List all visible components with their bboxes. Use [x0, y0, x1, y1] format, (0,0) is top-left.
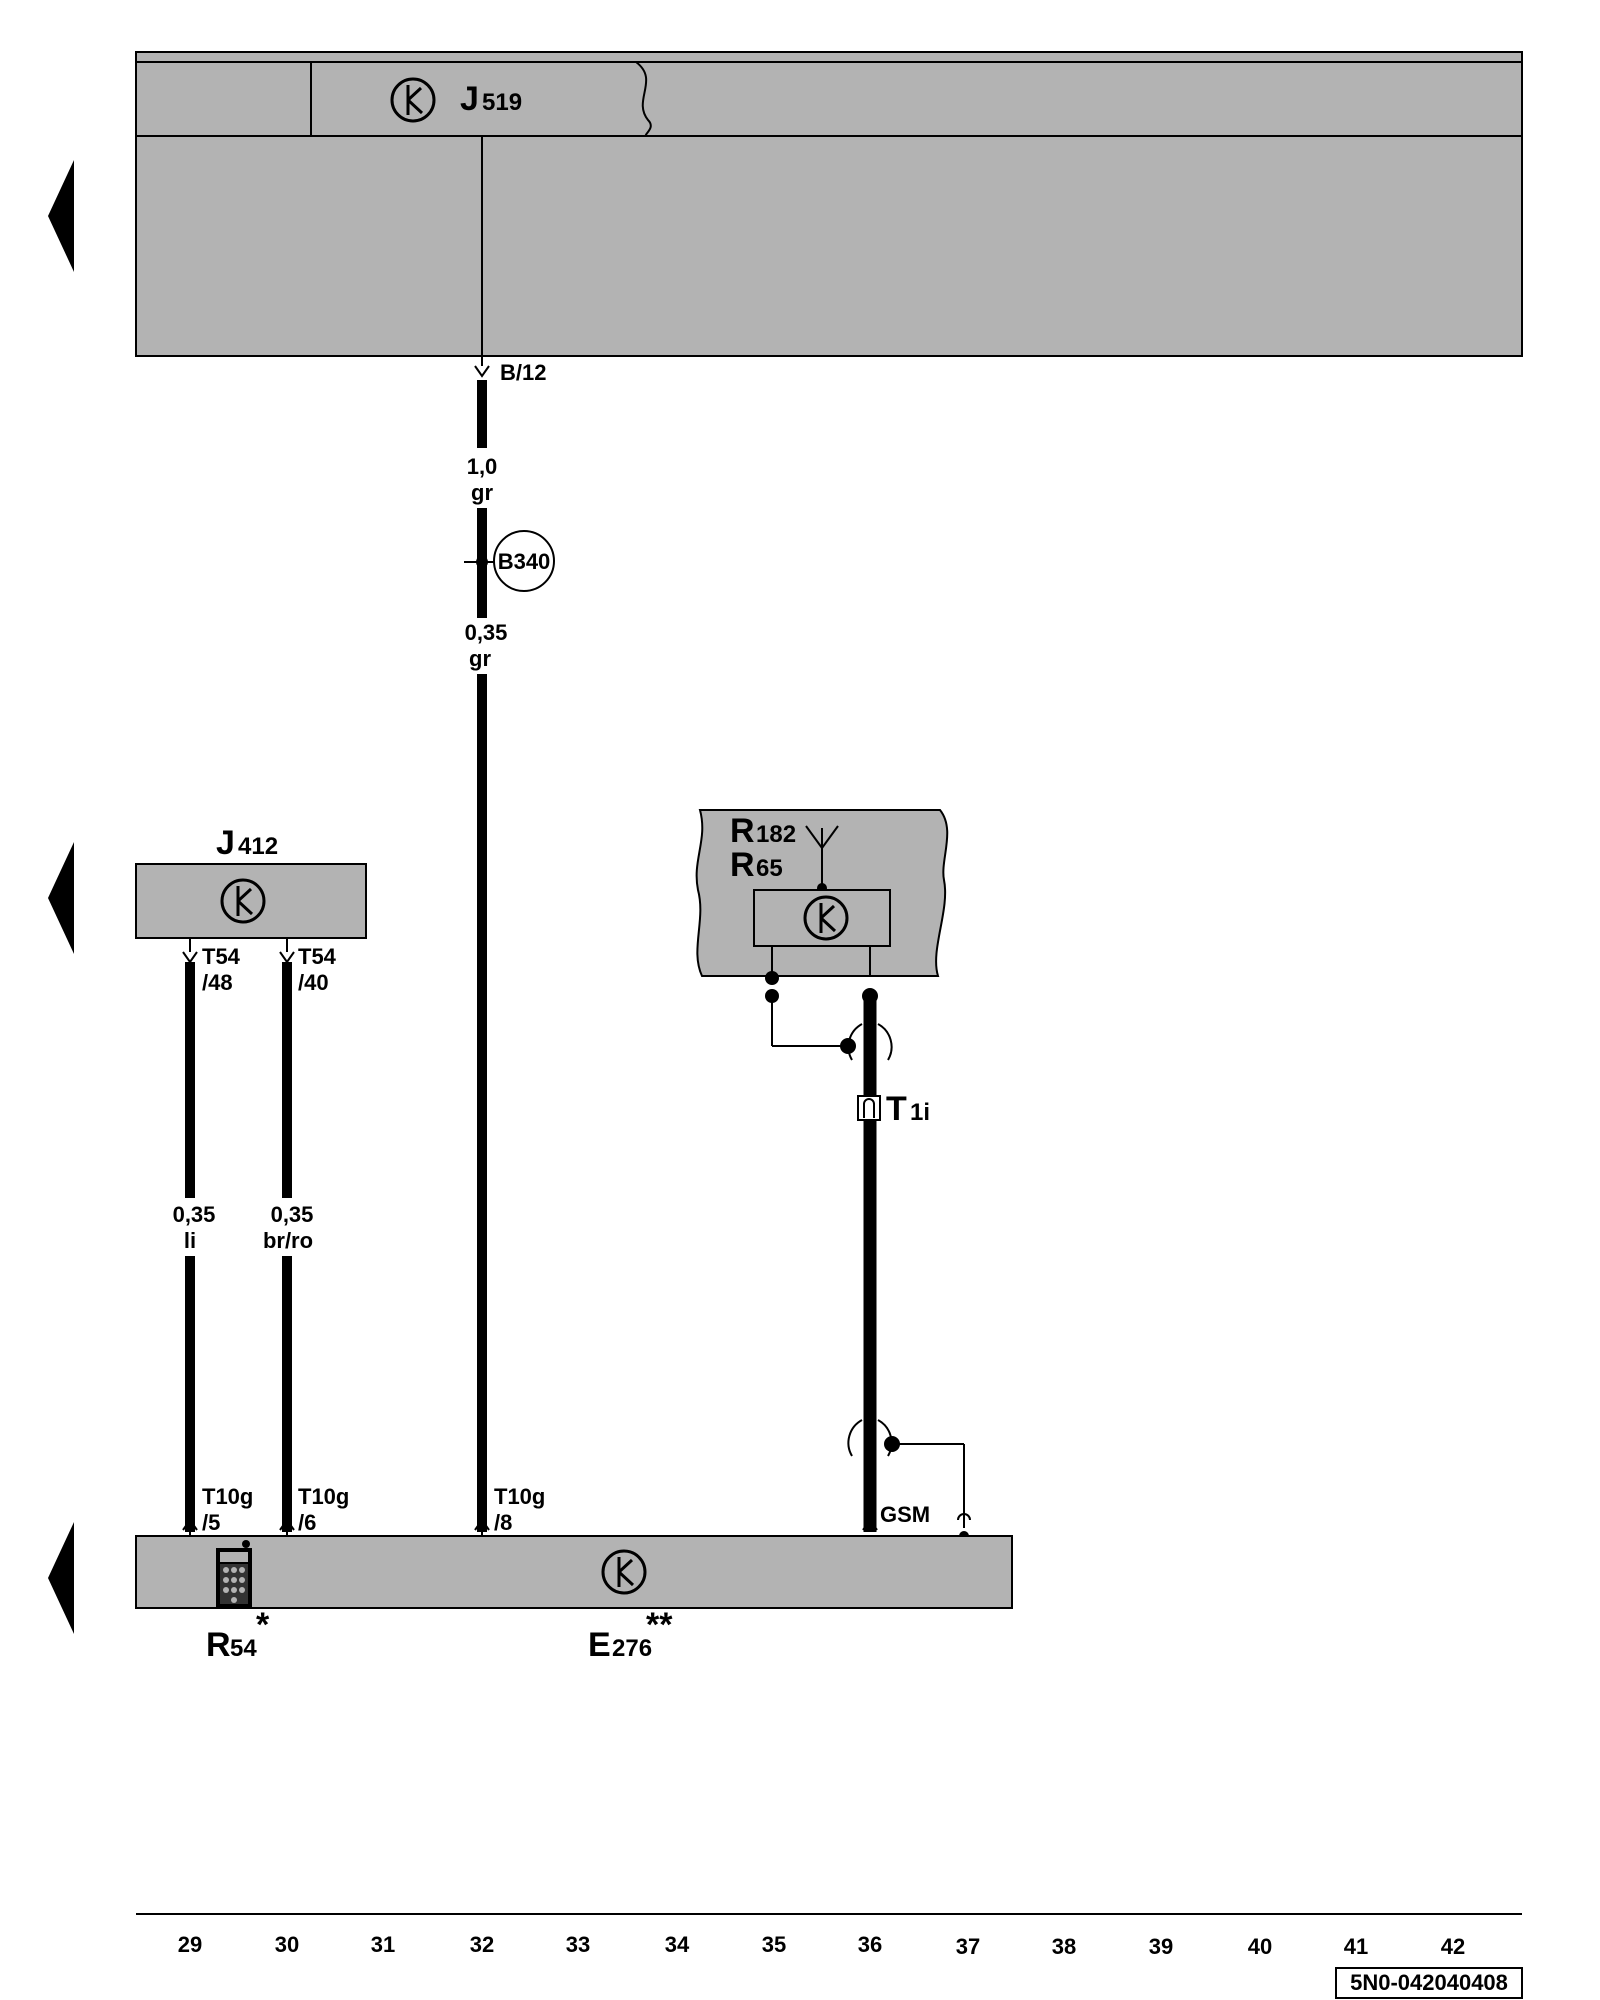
r65-letter: R: [730, 846, 755, 884]
column-number: 33: [566, 1932, 590, 1957]
r65-sub: 65: [756, 855, 783, 882]
pin-t54-48-b: /48: [202, 970, 233, 995]
pin-t10g-8-a: T10g: [494, 1484, 545, 1509]
wire-col-32: B/12 1,0 gr B340 0,35 gr T10g /8: [464, 136, 555, 1546]
pin-b12: B/12: [500, 360, 546, 385]
module-e276: R 54 * E 276 **: [135, 1535, 1013, 1664]
pin-t10g-6-a: T10g: [298, 1484, 349, 1509]
wire30-color: br/ro: [263, 1228, 313, 1253]
pin-t54-40-a: T54: [298, 944, 337, 969]
j519-sub: 519: [482, 89, 522, 116]
pin-t54-48-a: T54: [202, 944, 241, 969]
j519-letter: J: [460, 80, 479, 118]
nav-arrow-bottom[interactable]: [48, 1522, 74, 1634]
wire32-bottom-size: 0,35: [465, 620, 508, 645]
wire32-top-color: gr: [471, 480, 493, 505]
wire30-size: 0,35: [271, 1202, 314, 1227]
keypad-icon: [216, 1540, 252, 1608]
column-number: 41: [1344, 1934, 1368, 1959]
control-unit-icon: [220, 878, 266, 924]
wire29-size: 0,35: [173, 1202, 216, 1227]
module-j519: J 519: [135, 51, 1523, 357]
pin-t10g-8-b: /8: [494, 1510, 512, 1535]
pin-t10g-5-b: /5: [202, 1510, 220, 1535]
wire29-color: li: [184, 1228, 196, 1253]
control-unit-icon: [601, 1549, 647, 1595]
t1i-letter: T: [886, 1090, 907, 1128]
e276-mark: **: [646, 1606, 673, 1644]
column-number: 38: [1052, 1934, 1076, 1959]
wire-col-29: T54 /48 0,35 li T10g /5: [173, 938, 253, 1546]
e276-letter: E: [588, 1626, 611, 1664]
column-number: 40: [1248, 1934, 1272, 1959]
column-number: 30: [275, 1932, 299, 1957]
e276-sub: 276: [612, 1635, 652, 1662]
module-j412: J 412: [135, 824, 367, 939]
column-number: 29: [178, 1932, 202, 1957]
wire32-top-size: 1,0: [467, 454, 498, 479]
column-number: 42: [1441, 1934, 1465, 1959]
pin-t54-40-b: /40: [298, 970, 329, 995]
r54-sub: 54: [230, 1635, 257, 1662]
column-ruler: 29 30 31 32 33 34 35 36 37 38 39 40 41 4…: [136, 1913, 1522, 1959]
column-number: 35: [762, 1932, 786, 1957]
module-r182-r65: R 182 R 65: [695, 809, 949, 977]
connector-b340-label: B340: [498, 549, 551, 574]
nav-arrow-middle[interactable]: [48, 842, 74, 954]
column-number: 39: [1149, 1934, 1173, 1959]
j412-sub: 412: [238, 833, 278, 860]
document-id: 5N0-042040408: [1335, 1967, 1523, 1999]
pin-gsm: GSM: [880, 1502, 930, 1527]
r182-letter: R: [730, 812, 755, 850]
pin-t10g-6-b: /6: [298, 1510, 316, 1535]
column-number: 31: [371, 1932, 395, 1957]
t1i-sub: 1i: [910, 1099, 930, 1126]
nav-arrow-top[interactable]: [48, 160, 74, 272]
control-unit-icon: [390, 77, 436, 123]
wire-col-30: T54 /40 0,35 br/ro T10g /6: [263, 938, 349, 1546]
column-number: 37: [956, 1934, 980, 1959]
column-number: 32: [470, 1932, 494, 1957]
wire32-bottom-color: gr: [469, 646, 491, 671]
r54-letter: R: [206, 1626, 231, 1664]
pin-t10g-5-a: T10g: [202, 1484, 253, 1509]
connector-b340: [493, 530, 555, 592]
coax-col-36: T 1i GSM: [765, 971, 971, 1541]
document-id-text: 5N0-042040408: [1350, 1970, 1508, 1995]
r54-mark: *: [256, 1606, 270, 1644]
control-unit-icon: [803, 895, 849, 941]
r182-sub: 182: [756, 821, 796, 848]
column-number: 34: [665, 1932, 690, 1957]
j412-letter: J: [216, 824, 235, 862]
column-number: 36: [858, 1932, 882, 1957]
